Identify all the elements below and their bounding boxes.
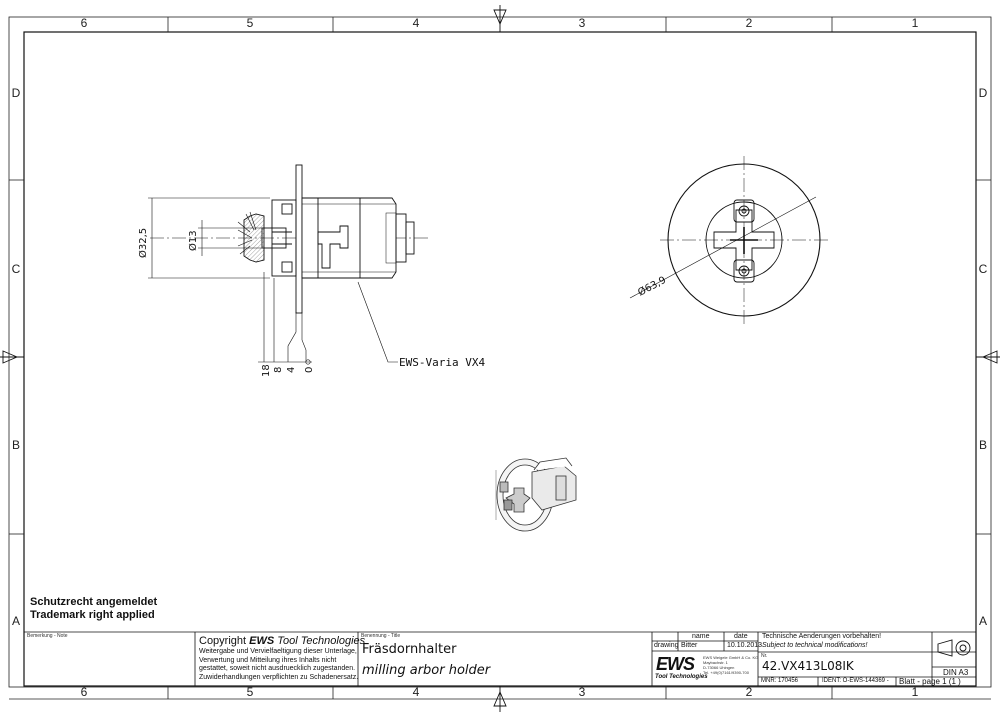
dim-inner-diameter: Ø13 <box>187 230 199 251</box>
zone-row-c-right: C <box>979 262 988 276</box>
zone-col-6-bottom: 6 <box>81 685 88 699</box>
outer-frame <box>8 16 992 688</box>
zone-row-a-right: A <box>979 614 987 628</box>
remark-label: Bemerkung - Note <box>27 633 68 639</box>
side-view <box>148 164 430 365</box>
dim-offset-18: 18 <box>261 364 272 377</box>
company-line: EWS Weigele GmbH & Co. KG <box>703 655 759 660</box>
zone-col-3-bottom: 3 <box>579 685 586 699</box>
copyright-body: Weitergabe und Vervielfaeltigung dieser … <box>199 648 358 682</box>
zone-col-5-bottom: 5 <box>247 685 254 699</box>
zone-col-4-top: 4 <box>413 16 420 30</box>
zone-col-4-bottom: 4 <box>413 685 420 699</box>
company-line: D-73066 Uhingen <box>703 665 735 670</box>
notice-german: Technische Aenderungen vorbehalten! <box>762 633 882 640</box>
part-number: 42.VX413L08IK <box>762 659 854 673</box>
column-date: date <box>734 633 748 640</box>
dim-offset-8: 8 <box>273 367 284 373</box>
copyright-heading: Copyright EWS Tool Technologies <box>199 635 365 647</box>
dim-flange-diameter: Ø63,9 <box>636 274 668 299</box>
zone-col-3-top: 3 <box>579 16 586 30</box>
title-german: Fräsdornhalter <box>362 642 457 657</box>
row-drawing: drawing <box>654 642 679 649</box>
zone-col-6-top: 6 <box>81 16 88 30</box>
title-block-grid <box>24 631 976 686</box>
sheet-format: DIN A3 <box>943 668 969 677</box>
drawn-by: Bitter <box>681 642 698 649</box>
zone-row-a-left: A <box>12 614 20 628</box>
zone-col-2-top: 2 <box>746 16 753 30</box>
mnr: MNR: 170456 <box>761 678 799 684</box>
zone-row-d-left: D <box>12 86 21 100</box>
isometric-view <box>495 457 577 532</box>
sheet-number: Blatt - page 1 (1 ) <box>899 677 961 686</box>
copyright-line: Verwertung und Mitteilung ihres Inhalts … <box>199 656 337 664</box>
callout-label: EWS-Varia VX4 <box>399 356 485 369</box>
copyright-suffix: Tool Technologies <box>277 635 366 647</box>
title-label: Benennung - Title <box>361 633 401 639</box>
ews-logo: EWS <box>656 654 695 674</box>
copyright-line: Weitergabe und Vervielfaeltigung dieser … <box>199 648 357 655</box>
ident: IDENT: O-EWS-144369 - <box>822 678 889 684</box>
nr-label: Nr. <box>761 653 768 659</box>
company-address: EWS Weigele GmbH & Co. KG Maybachstr. 1 … <box>703 655 758 675</box>
ews-logo-sub: Tool Technologies <box>655 674 708 680</box>
dim-offset-4: 4 <box>286 367 297 373</box>
zone-ticks <box>9 17 991 699</box>
zone-col-1-top: 1 <box>912 16 919 30</box>
legal-line-de: Schutzrecht angemeldet <box>30 596 158 608</box>
company-line: Maybachstr. 1 <box>703 660 728 665</box>
drawing-border <box>23 31 977 687</box>
title-english: milling arbor holder <box>362 663 491 678</box>
copyright-brand: EWS <box>249 635 275 647</box>
zone-row-b-right: B <box>979 438 987 452</box>
zone-row-b-left: B <box>12 438 20 452</box>
projection-symbol <box>937 639 971 657</box>
column-name: name <box>692 633 710 640</box>
dim-offset-0: 0 <box>304 367 315 373</box>
copyright-line: gestattet, soweit nicht ausdruecklich zu… <box>199 665 356 672</box>
legal-notice: Schutzrecht angemeldet Trademark right a… <box>30 596 157 622</box>
copyright-line: Zuwiderhandlungen verpflichten zu Schade… <box>199 673 359 681</box>
zone-col-1-bottom: 1 <box>912 685 919 699</box>
centering-marks <box>0 5 1000 712</box>
notice-english: Subject to technical modifications! <box>762 642 868 649</box>
dim-outer-diameter: Ø32,5 <box>137 228 149 258</box>
zone-row-d-right: D <box>979 86 988 100</box>
zone-row-c-left: C <box>12 262 21 276</box>
copyright-prefix: Copyright <box>199 635 247 647</box>
zone-col-5-top: 5 <box>247 16 254 30</box>
front-view <box>629 156 828 324</box>
legal-line-en: Trademark right applied <box>30 609 155 621</box>
zone-col-2-bottom: 2 <box>746 685 753 699</box>
company-line: Tel. +49(0)7161/9390-700 <box>703 670 749 675</box>
drawn-date: 10.10.2013 <box>727 642 763 649</box>
